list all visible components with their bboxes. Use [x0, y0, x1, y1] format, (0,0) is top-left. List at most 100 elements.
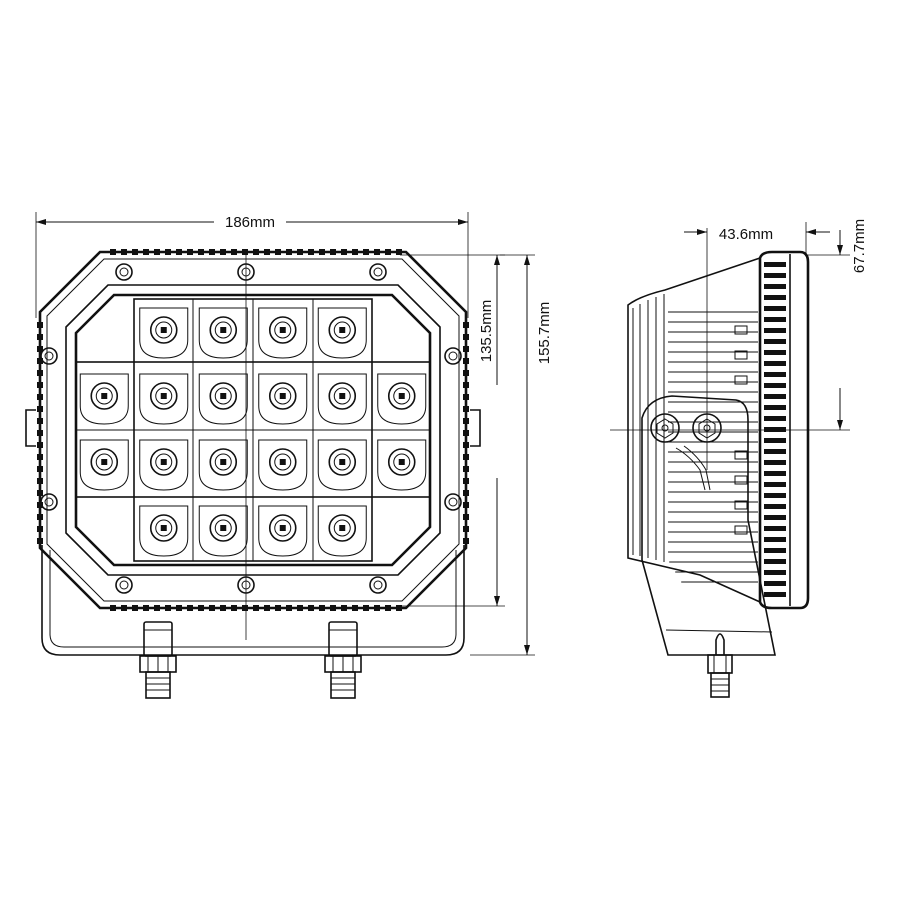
rim-tooth	[764, 438, 786, 443]
led-cell	[317, 373, 367, 425]
knurl-tooth	[37, 406, 43, 412]
knurl-tooth	[121, 249, 127, 255]
rim-tooth	[764, 361, 786, 366]
knurl-tooth	[319, 605, 325, 611]
knurl-tooth	[463, 490, 469, 496]
led-cell	[79, 439, 129, 491]
knurl-tooth	[37, 382, 43, 388]
dimension-total-height-label: 155.7mm	[536, 302, 553, 365]
knurl-tooth	[396, 249, 402, 255]
knurl-tooth	[37, 358, 43, 364]
led-cell	[258, 505, 308, 557]
rim-tooth	[764, 449, 786, 454]
side-housing-body	[627, 256, 761, 604]
knurl-tooth	[37, 418, 43, 424]
rim-tooth	[764, 537, 786, 542]
knurl-tooth	[352, 605, 358, 611]
housing-screw	[369, 263, 387, 281]
knurl-tooth	[37, 538, 43, 544]
dimension-depth: 43.6mm	[684, 222, 830, 256]
rim-tooth	[764, 372, 786, 377]
knurl-tooth	[37, 394, 43, 400]
knurl-tooth	[187, 249, 193, 255]
rim-tooth	[764, 306, 786, 311]
cable-gland-right	[324, 621, 362, 699]
knurl-tooth	[286, 605, 292, 611]
knurl-tooth	[110, 249, 116, 255]
knurl-tooth	[176, 605, 182, 611]
knurl-tooth	[37, 322, 43, 328]
rim-tooth	[764, 548, 786, 553]
housing-screw	[40, 493, 58, 511]
led-cell	[377, 373, 427, 425]
knurl-tooth	[209, 605, 215, 611]
knurl-tooth	[463, 514, 469, 520]
knurl-tooth	[463, 502, 469, 508]
dimension-side-offset-label: 67.7mm	[851, 219, 868, 273]
rim-tooth	[764, 526, 786, 531]
knurl-tooth	[341, 249, 347, 255]
knurl-tooth	[286, 249, 292, 255]
knurl-tooth	[463, 466, 469, 472]
knurl-tooth	[231, 605, 237, 611]
led-cell	[139, 373, 189, 425]
rim-tooth	[764, 339, 786, 344]
housing-screw	[369, 576, 387, 594]
housing-screw	[444, 493, 462, 511]
dimension-width: 186mm	[35, 210, 469, 318]
side-view	[610, 228, 850, 698]
rim-tooth	[764, 317, 786, 322]
knurl-tooth	[187, 605, 193, 611]
side-tab-left	[25, 409, 36, 447]
knurl-tooth	[463, 346, 469, 352]
knurl-tooth	[463, 322, 469, 328]
knurl-tooth	[165, 605, 171, 611]
led-cell	[258, 439, 308, 491]
knurl-tooth	[242, 249, 248, 255]
knurl-tooth	[385, 605, 391, 611]
knurl-tooth	[463, 358, 469, 364]
knurl-tooth	[165, 249, 171, 255]
led-cell	[79, 373, 129, 425]
knurl-tooth	[463, 430, 469, 436]
rim-tooth	[764, 383, 786, 388]
front-view	[25, 249, 481, 699]
rim-tooth	[764, 350, 786, 355]
rim-tooth	[764, 592, 786, 597]
reflector-grid	[75, 298, 431, 562]
knurl-tooth	[341, 605, 347, 611]
dimension-inner-height: 135.5mm	[400, 254, 505, 607]
knurl-tooth	[308, 605, 314, 611]
rim-tooth	[764, 559, 786, 564]
dimension-depth-label: 43.6mm	[719, 226, 773, 243]
housing-screw	[444, 347, 462, 365]
rim-tooth	[764, 515, 786, 520]
bezel-outer	[65, 284, 441, 576]
led-cell	[139, 505, 189, 557]
pivot-bolt-front	[650, 413, 680, 443]
knurl-tooth	[37, 478, 43, 484]
rim-tooth	[764, 262, 786, 267]
led-cell	[139, 307, 189, 359]
knurl-tooth	[154, 249, 160, 255]
cooling-fins	[668, 311, 758, 583]
led-cell	[317, 307, 367, 359]
knurl-tooth	[253, 249, 259, 255]
knurl-tooth	[463, 418, 469, 424]
housing-outer	[38, 250, 468, 610]
knurl-tooth	[463, 538, 469, 544]
rim-tooth	[764, 504, 786, 509]
knurl-tooth	[297, 605, 303, 611]
mounting-bracket	[41, 545, 465, 656]
knurl-tooth	[308, 249, 314, 255]
knurl-tooth	[132, 605, 138, 611]
knurl-tooth	[110, 605, 116, 611]
knurl-tooth	[121, 605, 127, 611]
knurl-tooth	[463, 526, 469, 532]
rim-tooth	[764, 427, 786, 432]
knurl-tooth	[385, 249, 391, 255]
led-cell	[198, 439, 248, 491]
led-cell	[317, 439, 367, 491]
knurl-tooth	[37, 370, 43, 376]
led-cell	[198, 505, 248, 557]
